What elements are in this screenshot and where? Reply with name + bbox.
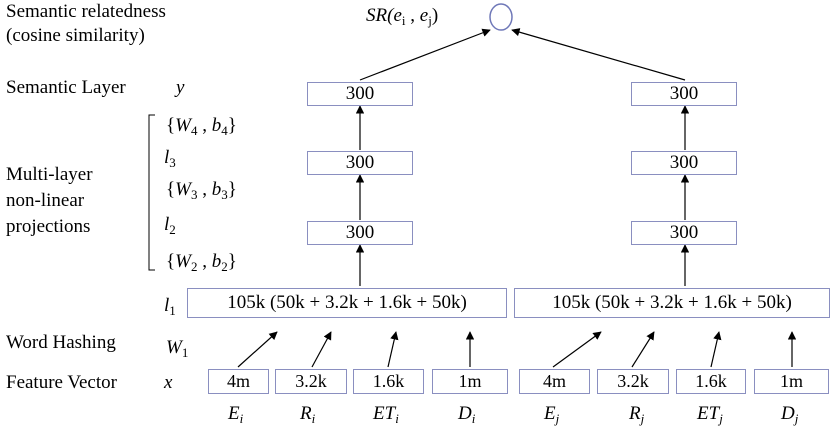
- left-semantic-layer-box: 300: [307, 82, 413, 106]
- left-feature-label-2: Ri: [300, 403, 316, 427]
- left-l1-box: 105k (50k + 3.2k + 1.6k + 50k): [187, 288, 507, 318]
- arrow-left-feat2: [311, 331, 332, 368]
- sr-label: SR(ei , ej): [366, 5, 439, 29]
- right-feature-label-3: ETj: [697, 403, 723, 427]
- symbol-l1: l1: [164, 295, 176, 319]
- feature-vector-label: Feature Vector: [6, 372, 117, 393]
- similarity-node-circle: [489, 3, 513, 31]
- symbol-l2: l2: [164, 214, 176, 238]
- left-feature-label-3: ETi: [373, 403, 399, 427]
- left-l2-box: 300: [307, 221, 413, 245]
- right-l2-box: 300: [631, 221, 737, 245]
- left-feature-box-2: 3.2k: [275, 369, 347, 394]
- arrow-right-to-sr: [511, 28, 686, 81]
- left-feature-box-4: 1m: [432, 369, 508, 394]
- symbol-w1: W1: [166, 337, 189, 361]
- arrow-left-feat3: [387, 331, 399, 368]
- symbol-w2-b2: {W2 , b2}: [166, 251, 237, 275]
- right-feature-box-1: 4m: [519, 369, 590, 394]
- symbol-l3: l3: [164, 147, 176, 171]
- multi-layer-label-line1: Multi-layer: [6, 164, 93, 185]
- right-l3-box: 300: [631, 151, 737, 175]
- multi-layer-label-line3: projections: [6, 216, 91, 237]
- arrow-right-feat3: [710, 331, 722, 368]
- left-feature-label-4: Di: [458, 403, 476, 427]
- right-l1-box: 105k (50k + 3.2k + 1.6k + 50k): [514, 288, 830, 318]
- semantic-layer-label: Semantic Layer: [6, 77, 126, 98]
- word-hashing-label: Word Hashing: [6, 332, 116, 353]
- symbol-w4-b4: {W4 , b4}: [166, 115, 237, 139]
- arrow-left-to-sr: [359, 28, 491, 81]
- right-feature-label-2: Rj: [629, 403, 645, 427]
- left-l3-box: 300: [307, 151, 413, 175]
- right-feature-label-1: Ej: [544, 403, 560, 427]
- multi-layer-bracket: [148, 114, 155, 271]
- left-feature-box-1: 4m: [208, 369, 269, 394]
- right-feature-box-4: 1m: [754, 369, 829, 394]
- semantic-relatedness-label-line2: (cosine similarity): [6, 25, 145, 46]
- right-feature-box-3: 1.6k: [676, 369, 746, 394]
- right-semantic-layer-box: 300: [631, 82, 737, 106]
- arrow-right-feat1: [552, 331, 602, 368]
- symbol-x: x: [164, 372, 173, 393]
- semantic-relatedness-label-line1: Semantic relatedness: [6, 1, 166, 22]
- arrow-left-feat1: [237, 331, 278, 368]
- right-feature-box-2: 3.2k: [597, 369, 669, 394]
- right-feature-label-4: Dj: [781, 403, 799, 427]
- multi-layer-label-line2: non-linear: [6, 190, 85, 211]
- symbol-w3-b3: {W3 , b3}: [166, 179, 237, 203]
- arrow-right-feat2: [631, 331, 655, 368]
- left-feature-box-3: 1.6k: [353, 369, 424, 394]
- symbol-y: y: [176, 77, 185, 98]
- left-feature-label-1: Ei: [228, 403, 244, 427]
